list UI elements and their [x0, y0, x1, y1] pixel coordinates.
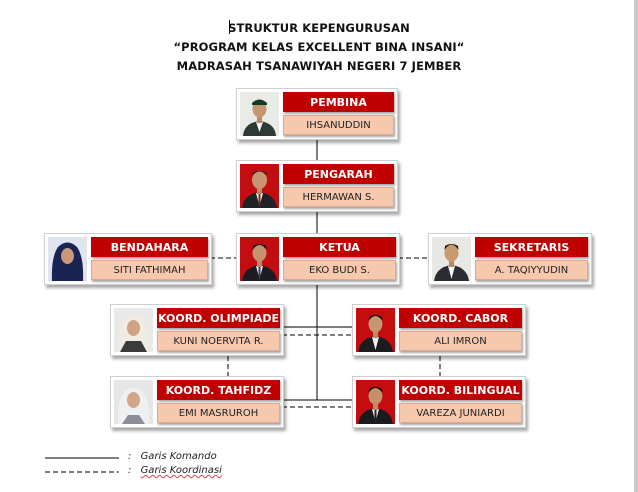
card-ketua: KETUA EKO BUDI S. — [236, 233, 400, 285]
text-cursor — [229, 20, 230, 34]
person-avatar-icon — [48, 237, 87, 281]
photo-pembina — [240, 92, 279, 136]
role-label-pengarah: PENGARAH — [283, 164, 394, 184]
legend-coordination: : Garis Koordinasi — [128, 465, 222, 476]
role-label-koord-bilingual: KOORD. BILINGUAL — [399, 380, 522, 400]
card-bendahara: BENDAHARA SITI FATHIMAH — [44, 233, 212, 285]
legend-coordination-label: Garis Koordinasi — [140, 465, 222, 476]
card-koord-tahfidz: KOORD. TAHFIDZ EMI MASRUROH — [110, 376, 284, 428]
card-koord-olimpiade: KOORD. OLIMPIADE KUNI NOERVITA R. — [110, 304, 284, 356]
card-koord-cabor: KOORD. CABOR ALI IMRON — [352, 304, 526, 356]
title-line-3: MADRASAH TSANAWIYAH NEGERI 7 JEMBER — [176, 59, 462, 73]
person-avatar-icon — [114, 308, 153, 352]
person-avatar-icon — [242, 244, 277, 281]
photo-pengarah — [240, 164, 279, 208]
photo-koord-bilingual — [356, 380, 395, 424]
card-pembina: PEMBINA IHSANUDDIN — [236, 88, 398, 140]
person-avatar-icon — [240, 92, 279, 136]
photo-koord-olimpiade — [114, 308, 153, 352]
legend-command-label: Garis Komando — [140, 451, 217, 462]
card-pengarah: PENGARAH HERMAWAN S. — [236, 160, 398, 212]
photo-koord-cabor — [356, 308, 395, 352]
role-label-koord-olimpiade: KOORD. OLIMPIADE — [157, 308, 280, 328]
title-line-2: “PROGRAM KELAS EXCELLENT BINA INSANI“ — [173, 40, 465, 54]
role-label-pembina: PEMBINA — [283, 92, 394, 112]
card-koord-bilingual: KOORD. BILINGUAL VAREZA JUNIARDI — [352, 376, 526, 428]
role-label-ketua: KETUA — [283, 237, 396, 257]
person-avatar-icon — [432, 237, 471, 281]
photo-sekretaris — [432, 237, 471, 281]
role-label-koord-tahfidz: KOORD. TAHFIDZ — [157, 380, 280, 400]
role-label-sekretaris: SEKRETARIS — [475, 237, 588, 257]
person-avatar-icon — [242, 171, 277, 208]
photo-bendahara — [48, 237, 87, 281]
name-label-koord-tahfidz: EMI MASRUROH — [157, 403, 280, 423]
page-edge — [634, 0, 638, 492]
person-avatar-icon — [358, 387, 393, 424]
role-label-koord-cabor: KOORD. CABOR — [399, 308, 522, 328]
photo-koord-tahfidz — [114, 380, 153, 424]
name-label-koord-cabor: ALI IMRON — [399, 331, 522, 351]
card-sekretaris: SEKRETARIS A. TAQIYYUDIN — [428, 233, 592, 285]
name-label-sekretaris: A. TAQIYYUDIN — [475, 260, 588, 280]
person-avatar-icon — [358, 315, 393, 352]
name-label-bendahara: SITI FATHIMAH — [91, 260, 208, 280]
legend-command-separator: : — [128, 451, 132, 462]
legend-coordination-separator: : — [128, 465, 132, 476]
name-label-ketua: EKO BUDI S. — [283, 260, 396, 280]
role-label-bendahara: BENDAHARA — [91, 237, 208, 257]
title-line-1: STRUKTUR KEPENGURUSAN — [228, 21, 410, 35]
legend-command: : Garis Komando — [128, 451, 217, 462]
name-label-koord-olimpiade: KUNI NOERVITA R. — [157, 331, 280, 351]
person-avatar-icon — [114, 380, 153, 424]
photo-ketua — [240, 237, 279, 281]
name-label-pengarah: HERMAWAN S. — [283, 187, 394, 207]
name-label-pembina: IHSANUDDIN — [283, 115, 394, 135]
name-label-koord-bilingual: VAREZA JUNIARDI — [399, 403, 522, 423]
